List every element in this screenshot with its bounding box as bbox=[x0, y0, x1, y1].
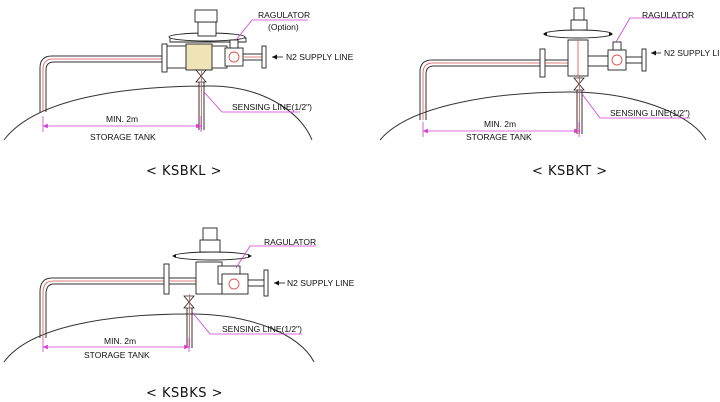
regulator-label: RAGULATOR bbox=[642, 10, 694, 20]
diagram-caption: < KSBKT > bbox=[532, 164, 608, 179]
diagram-ksbkl: RAGULATOR (Option) N2 SUPPLY LINE SENSIN… bbox=[3, 9, 354, 179]
regulator-label: RAGULATOR bbox=[264, 237, 316, 247]
min-distance-label: MIN. 2m bbox=[484, 119, 516, 129]
sensing-valve bbox=[195, 69, 207, 83]
storage-tank-outline bbox=[3, 313, 315, 363]
sensing-line-label: SENSING LINE(1/2") bbox=[232, 102, 312, 112]
tank-pipe bbox=[39, 55, 162, 113]
sensing-leader bbox=[203, 91, 300, 113]
min-distance-label: MIN. 2m bbox=[104, 336, 136, 346]
supply-line-label: N2 SUPPLY LINE bbox=[287, 278, 355, 288]
regulator-leader bbox=[235, 245, 316, 269]
diagram-caption: < KSBKL > bbox=[146, 164, 222, 179]
supply-line-label: N2 SUPPLY LINE bbox=[286, 52, 354, 62]
diagram-ksbkt: RAGULATOR N2 SUPPLY LINE SENSING LINE(1/… bbox=[379, 7, 720, 179]
regulator-label: RAGULATOR bbox=[258, 10, 310, 20]
storage-tank-label: STORAGE TANK bbox=[466, 132, 532, 142]
sensing-line-label: SENSING LINE(1/2") bbox=[610, 108, 690, 118]
inlet-flange bbox=[161, 43, 168, 73]
storage-tank-label: STORAGE TANK bbox=[90, 132, 156, 142]
regulator-valve-block bbox=[185, 43, 213, 71]
regulator-leader bbox=[235, 19, 308, 41]
sensing-leader bbox=[581, 93, 690, 119]
supply-line-label: N2 SUPPLY LINE bbox=[664, 48, 720, 58]
diagram-caption: < KSBKS > bbox=[146, 386, 223, 401]
sensing-valve bbox=[573, 77, 585, 91]
supply-flange bbox=[263, 269, 269, 297]
supply-flange bbox=[261, 45, 267, 69]
inlet-flange bbox=[163, 263, 170, 295]
sensing-leader bbox=[191, 311, 302, 335]
inlet-flange bbox=[539, 48, 546, 78]
storage-tank-outline bbox=[3, 85, 313, 141]
sensing-line-label: SENSING LINE(1/2") bbox=[222, 324, 302, 334]
min-distance-label: MIN. 2m bbox=[106, 114, 138, 124]
regulator-leader bbox=[615, 17, 688, 43]
sensing-valve bbox=[183, 295, 195, 309]
diagram-ksbks: RAGULATOR N2 SUPPLY LINE SENSING LINE(1/… bbox=[3, 227, 355, 401]
storage-tank-label: STORAGE TANK bbox=[84, 350, 150, 360]
supply-flange bbox=[641, 48, 647, 72]
storage-tank-outline bbox=[379, 91, 707, 141]
regulator-option-label: (Option) bbox=[268, 22, 299, 32]
